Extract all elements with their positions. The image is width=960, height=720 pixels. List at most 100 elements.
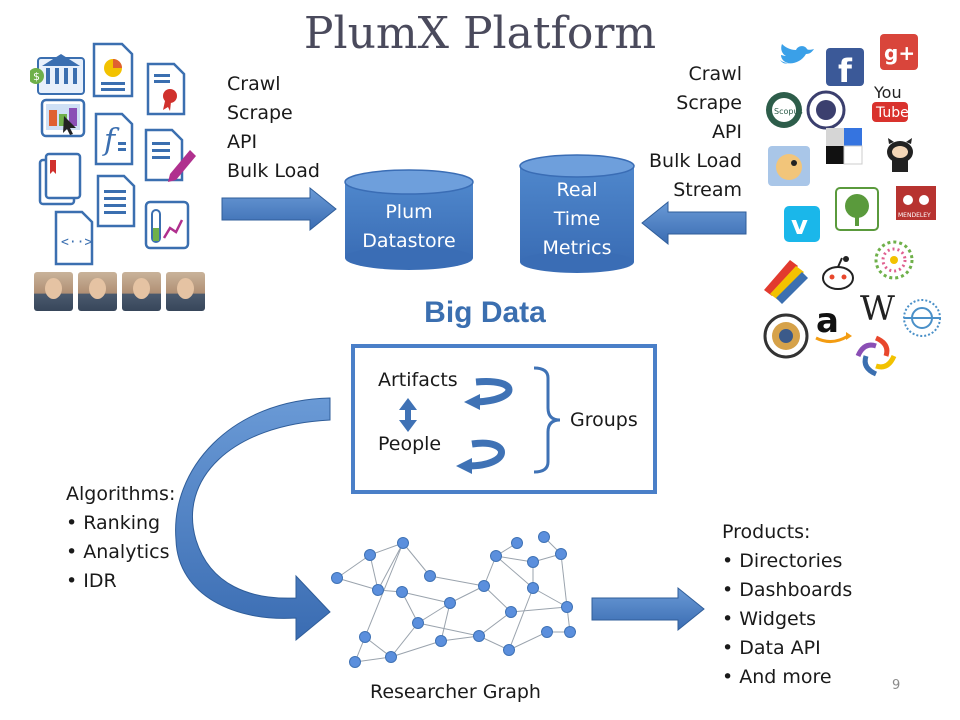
- graph-node: [473, 630, 485, 642]
- product-item-label: Widgets: [739, 608, 817, 630]
- artifacts-people-double-arrow: [399, 398, 417, 432]
- right-source-icons: f g+ Scopus You Tube: [756, 28, 952, 378]
- svg-text:$: $: [33, 70, 40, 83]
- graph-node: [490, 550, 502, 562]
- svg-text:g+: g+: [884, 41, 915, 65]
- graph-node: [478, 580, 490, 592]
- groups-bracket: [533, 366, 561, 474]
- svg-text:Tube: Tube: [875, 105, 909, 121]
- metrics-cylinder: [519, 154, 635, 273]
- product-item: • Widgets: [722, 608, 817, 630]
- code-document-icon: <··>: [54, 210, 94, 266]
- mendeley-icon: MENDELEY: [896, 186, 936, 220]
- products-heading: Products:: [722, 521, 811, 543]
- lab-data-icon: [144, 200, 190, 250]
- graph-node: [359, 631, 371, 643]
- left-method-api: API: [227, 131, 258, 153]
- graph-node: [424, 570, 436, 582]
- svg-text:Scopus: Scopus: [774, 107, 803, 116]
- github-icon: [887, 138, 913, 172]
- algorithm-item: • IDR: [66, 570, 117, 592]
- metrics-label-line3: Metrics: [542, 237, 612, 259]
- seal-icon: [763, 313, 809, 359]
- graph-node: [412, 617, 424, 629]
- graph-node: [331, 572, 343, 584]
- datastore-label-line2: Datastore: [362, 230, 456, 252]
- swirl-icon: [855, 335, 897, 377]
- big-data-label: Big Data: [424, 296, 546, 329]
- products-arrow: [591, 586, 705, 632]
- metrics-label-line1: Real: [556, 179, 598, 201]
- scopus-icon: Scopus: [766, 92, 803, 128]
- graph-node: [364, 549, 376, 561]
- graph-node: [435, 635, 447, 647]
- products-section: Products: • Directories • Dashboards • W…: [722, 518, 852, 692]
- svg-text:<··>: <··>: [61, 235, 92, 250]
- researcher-photo-1: [34, 272, 73, 311]
- right-method-api: API: [711, 121, 742, 143]
- left-source-icons: $ f: [28, 42, 210, 270]
- people-loop-arrow: [467, 439, 505, 470]
- graph-node: [555, 548, 567, 560]
- page-title: PlumX Platform: [303, 8, 657, 59]
- product-item-label: Dashboards: [739, 579, 853, 601]
- groups-box: [351, 344, 657, 494]
- researcher-photo-2: [78, 272, 117, 311]
- vimeo-icon: v: [784, 206, 820, 242]
- books-icon: [38, 152, 82, 206]
- algorithm-item-label: IDR: [83, 570, 117, 592]
- researcher-photo-4: [166, 272, 205, 311]
- left-ingest-arrow: [221, 186, 337, 232]
- graph-node: [505, 606, 517, 618]
- formula-document-icon: f: [94, 112, 134, 166]
- delicious-icon: [826, 128, 863, 165]
- algorithm-item: • Ranking: [66, 512, 161, 534]
- page-number: 9: [892, 678, 901, 693]
- product-item: • And more: [722, 666, 832, 688]
- algorithm-item-label: Ranking: [83, 512, 161, 534]
- globe-icon: [903, 299, 941, 337]
- crest-icon: [806, 90, 846, 130]
- product-item: • Data API: [722, 637, 821, 659]
- svg-text:f: f: [838, 52, 853, 90]
- pufferfish-icon: [768, 146, 810, 186]
- plum-datastore-cylinder: [344, 169, 474, 270]
- left-method-crawl: Crawl: [227, 73, 281, 95]
- right-method-crawl: Crawl: [688, 63, 742, 85]
- metrics-label: Real Time Metrics: [520, 176, 634, 263]
- right-ingest-arrow: [641, 200, 747, 246]
- facebook-icon: f: [826, 48, 864, 90]
- youtube-icon: You Tube: [872, 83, 909, 122]
- graph-node: [503, 644, 515, 656]
- graph-node: [527, 556, 539, 568]
- graph-node: [397, 537, 409, 549]
- svg-text:You: You: [873, 83, 902, 102]
- right-methods: Crawl Scrape API Bulk Load Stream: [618, 60, 742, 205]
- graph-node: [538, 531, 550, 543]
- right-method-stream: Stream: [673, 179, 742, 201]
- graph-node: [444, 597, 456, 609]
- svg-text:v: v: [791, 211, 808, 241]
- google-plus-icon: g+: [880, 34, 918, 70]
- graph-node: [349, 656, 361, 668]
- dots-circle-icon: [874, 240, 914, 280]
- product-item-label: Data API: [739, 637, 821, 659]
- algorithm-item: • Analytics: [66, 541, 170, 563]
- algorithms-heading: Algorithms:: [66, 483, 176, 505]
- datastore-label: Plum Datastore: [345, 198, 473, 256]
- right-method-scrape: Scrape: [676, 92, 742, 114]
- researcher-graph-edges: [336, 536, 571, 663]
- metrics-label-line2: Time: [553, 208, 601, 230]
- tree-icon: [835, 187, 879, 231]
- reddit-icon: [822, 256, 854, 290]
- books-stack-icon: [764, 260, 808, 304]
- curved-flow-arrow: [175, 397, 331, 642]
- left-methods: Crawl Scrape API Bulk Load: [227, 70, 320, 186]
- bank-icon: $: [28, 54, 85, 95]
- graph-node: [561, 601, 573, 613]
- left-method-bulk-load: Bulk Load: [227, 160, 320, 182]
- people-label: People: [378, 433, 442, 455]
- datastore-label-line1: Plum: [385, 201, 433, 223]
- svg-text:MENDELEY: MENDELEY: [898, 212, 931, 219]
